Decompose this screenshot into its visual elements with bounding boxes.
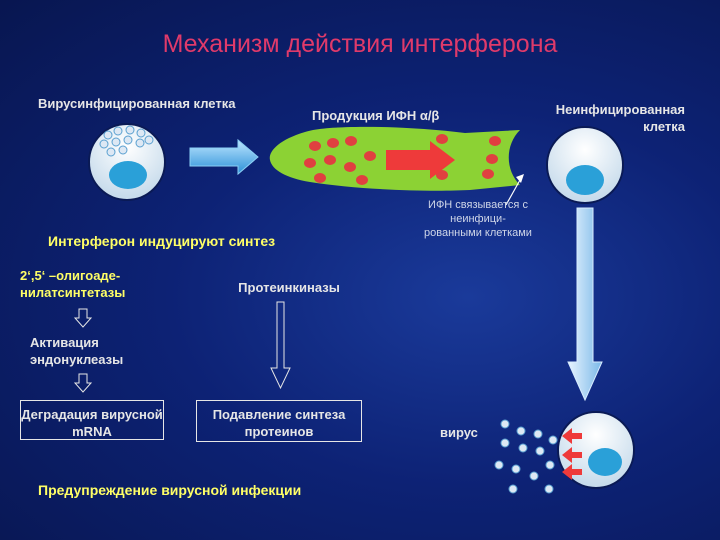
free-viruses: [494, 419, 558, 494]
down-outline-arrow-1: [73, 308, 93, 328]
down-outline-arrow-2: [73, 373, 93, 393]
prevention-label: Предупреждение вирусной инфекции: [38, 482, 302, 498]
right-arrow: [189, 138, 259, 176]
uninfected-cell-nucleus: [566, 165, 604, 195]
induces-label: Интерферон индуцируют синтез: [48, 233, 276, 249]
down-outline-arrow-long: [270, 301, 291, 390]
production-label: Продукция ИФН α/β: [312, 108, 440, 123]
ifn-pointer-line: [505, 179, 521, 206]
oligoadenylate-label: 2‘,5‘ –олигоаде-нилатсинтетазы: [20, 268, 126, 300]
blocking-arrows: [562, 428, 582, 480]
page-title: Механизм действия интерферона: [162, 30, 558, 58]
red-production-arrow: [386, 141, 455, 179]
infected-cell-nucleus: [109, 161, 147, 189]
uninfected-cell: [546, 126, 624, 204]
ifn-binding-label: ИФН связывается с неинфици-рованными кле…: [424, 199, 532, 239]
protected-cell: [557, 411, 635, 489]
infected-cell-label: Вирусинфицированная клетка: [38, 96, 236, 111]
virus-label: вирус: [440, 425, 478, 440]
protein-kinases-label: Протеинкиназы: [238, 280, 340, 295]
endonuclease-label: Активация эндонуклеазы: [30, 335, 124, 367]
infected-cell: [88, 123, 166, 201]
virus-particles-in-cell: [99, 125, 154, 157]
ifn-particles: [304, 134, 501, 185]
down-arrow: [567, 207, 603, 402]
uninfected-cell-label: Неинфицированная клетка: [555, 102, 685, 134]
protected-cell-nucleus: [588, 448, 622, 476]
degradation-box: Деградация вирусной mRNA: [20, 400, 164, 440]
suppression-box: Подавление синтеза протеинов: [196, 400, 362, 442]
